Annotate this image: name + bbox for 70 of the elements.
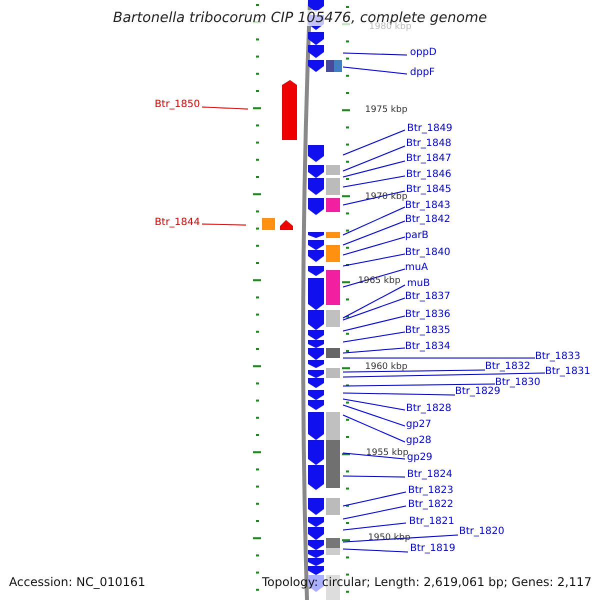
leader-line [342,332,406,342]
leader-line [342,298,406,320]
gene-label: Btr_1834 [405,341,450,353]
leader-line [342,476,406,478]
gene-label: muB [407,278,430,290]
leader-line [342,414,406,442]
leader-line [342,220,406,246]
leader-line [342,206,406,236]
leader-line [342,236,406,256]
gene-label: Btr_1842 [405,214,450,226]
gene-label: Btr_1836 [405,309,450,321]
gene-label: Btr_1843 [405,200,450,212]
leader-line [342,160,406,178]
gene-label: Btr_1835 [405,325,450,337]
gene-label: gp28 [406,435,432,447]
gene-label: Btr_1824 [407,469,452,481]
leader-line [342,398,406,410]
leader-line [342,384,496,386]
tick-label: 1965 kbp [358,275,400,287]
gene-label: Btr_1840 [405,247,450,259]
gene-label: Btr_1822 [408,499,454,511]
leader-line [342,372,546,378]
leader-line [342,392,456,396]
gene-label: Btr_1837 [405,291,450,303]
leader-line [342,268,406,288]
gene-label: parB [405,230,428,242]
gene-label: Btr_1847 [406,153,452,165]
leader-line [342,254,406,266]
leader-line [202,224,246,226]
leader-line [342,130,406,156]
gene-label: Btr_1850 [154,99,200,111]
leader-line [342,370,486,372]
leader-line [342,66,408,74]
tick-label: 1955 kbp [366,447,408,458]
leader-line [342,452,406,460]
leader-line [342,316,406,332]
tick-label: 1975 kbp [365,104,408,116]
leader-line [202,106,248,110]
leader-line [342,404,406,426]
gene-label: Btr_1819 [410,543,456,555]
gene-label: Btr_1846 [406,169,452,181]
gene-label: Btr_1828 [406,403,452,415]
leader-line [342,506,406,520]
gene-label: Btr_1848 [406,138,452,150]
gene-label: Btr_1844 [154,217,200,229]
leader-line [342,284,406,318]
leader-line [342,522,406,530]
gene-label: Btr_1831 [545,366,590,378]
gene-label: Btr_1823 [408,485,454,497]
gene-label: gp29 [407,452,432,464]
gene-label: Btr_1820 [459,526,504,538]
gene-label: oppD [410,47,437,59]
gene-label: Btr_1845 [406,184,452,196]
leader-line [342,548,408,552]
gene-label: Btr_1832 [485,361,530,373]
footer-text: Accession: NC_010161 [9,575,146,589]
leader-line [342,492,406,506]
gene-label: dppF [410,67,435,79]
gene-label: muA [405,262,428,274]
leader-line [342,176,406,188]
footer-text: Topology: circular; Length: 2,619,061 bp; Genes: 2,117 [262,575,592,589]
gene-label: gp27 [406,419,432,431]
gene-label: Btr_1849 [407,123,452,135]
leader-line [342,146,406,172]
leader-line [342,348,406,354]
gene-label: Btr_1821 [409,516,454,528]
leader-line [342,52,408,56]
tick-label: 1960 kbp [365,361,408,373]
gene-label: Btr_1829 [455,386,500,398]
gene-label: Btr_1833 [535,351,580,363]
